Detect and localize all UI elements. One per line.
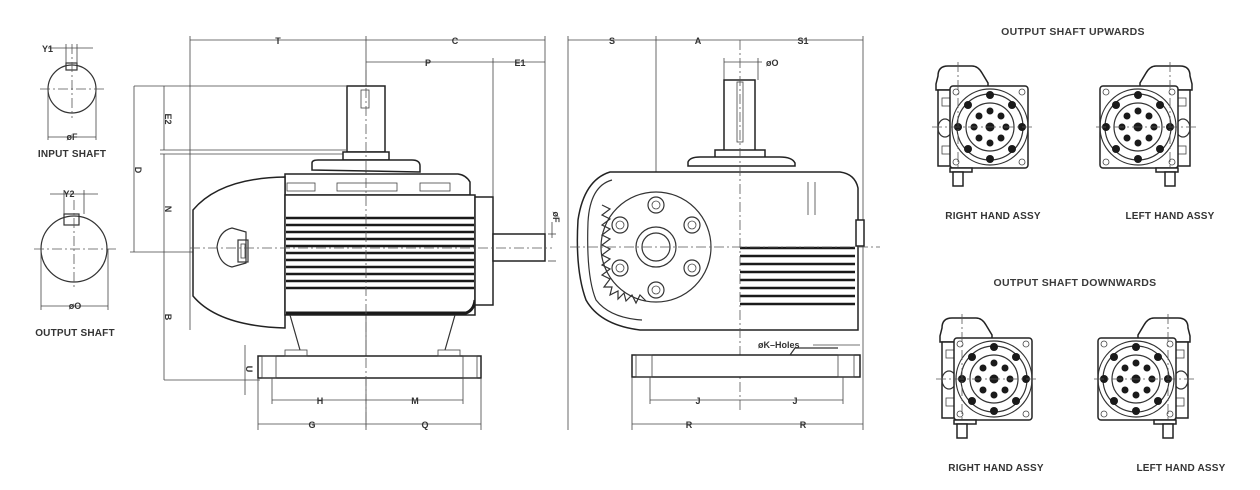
caption-left-hand-assy-up: LEFT HAND ASSY	[1125, 211, 1214, 222]
dim-g: G	[308, 420, 315, 430]
heading-output-shaft-upwards: OUTPUT SHAFT UPWARDS	[1001, 26, 1145, 38]
dim-b: B	[163, 314, 173, 321]
caption-left-hand-assy-down: LEFT HAND ASSY	[1136, 463, 1225, 474]
right-hand-assy-up-icon	[931, 61, 1033, 187]
dim-u: U	[244, 366, 254, 373]
dim-r-left: R	[686, 420, 693, 430]
end-view: S A S1 øO øK–Holes J J R R	[567, 36, 880, 430]
output-key-label: Y2	[63, 189, 74, 199]
dim-n: N	[163, 206, 173, 213]
output-diameter-label: øO	[69, 301, 82, 311]
dim-c: C	[452, 36, 459, 46]
heading-output-shaft-downwards: OUTPUT SHAFT DOWNWARDS	[994, 277, 1157, 289]
input-key-label: Y1	[42, 44, 53, 54]
output-shaft-caption: OUTPUT SHAFT	[35, 328, 115, 339]
dim-p: P	[425, 58, 431, 68]
caption-right-hand-assy-up: RIGHT HAND ASSY	[945, 211, 1041, 222]
dim-a: A	[695, 36, 702, 46]
dim-s: S	[609, 36, 615, 46]
dim-j-right: J	[792, 396, 797, 406]
side-view: T C P E1 D E2 N B U øF H M G Q	[130, 36, 561, 430]
dim-q: Q	[421, 420, 428, 430]
dim-h: H	[317, 396, 324, 406]
assembly-upwards	[931, 61, 1197, 187]
dim-e2: E2	[163, 113, 173, 124]
input-shaft-caption: INPUT SHAFT	[38, 149, 106, 160]
dim-j-left: J	[695, 396, 700, 406]
dim-output-diameter: øO	[766, 58, 779, 68]
input-shaft-detail	[40, 44, 104, 140]
assembly-downwards	[935, 313, 1195, 439]
dim-r-right: R	[800, 420, 807, 430]
right-hand-assy-down-icon	[935, 313, 1037, 439]
dim-s1: S1	[797, 36, 808, 46]
output-shaft-detail	[34, 190, 118, 310]
left-hand-assy-down-icon	[1093, 313, 1195, 439]
holes-label: øK–Holes	[758, 340, 800, 350]
dim-e1: E1	[514, 58, 525, 68]
caption-right-hand-assy-down: RIGHT HAND ASSY	[948, 463, 1044, 474]
dim-t: T	[275, 36, 281, 46]
dim-m: M	[411, 396, 419, 406]
input-diameter-label: øF	[67, 132, 78, 142]
dim-input-diameter: øF	[551, 212, 561, 223]
left-hand-assy-up-icon	[1095, 61, 1197, 187]
dim-d: D	[133, 167, 143, 174]
